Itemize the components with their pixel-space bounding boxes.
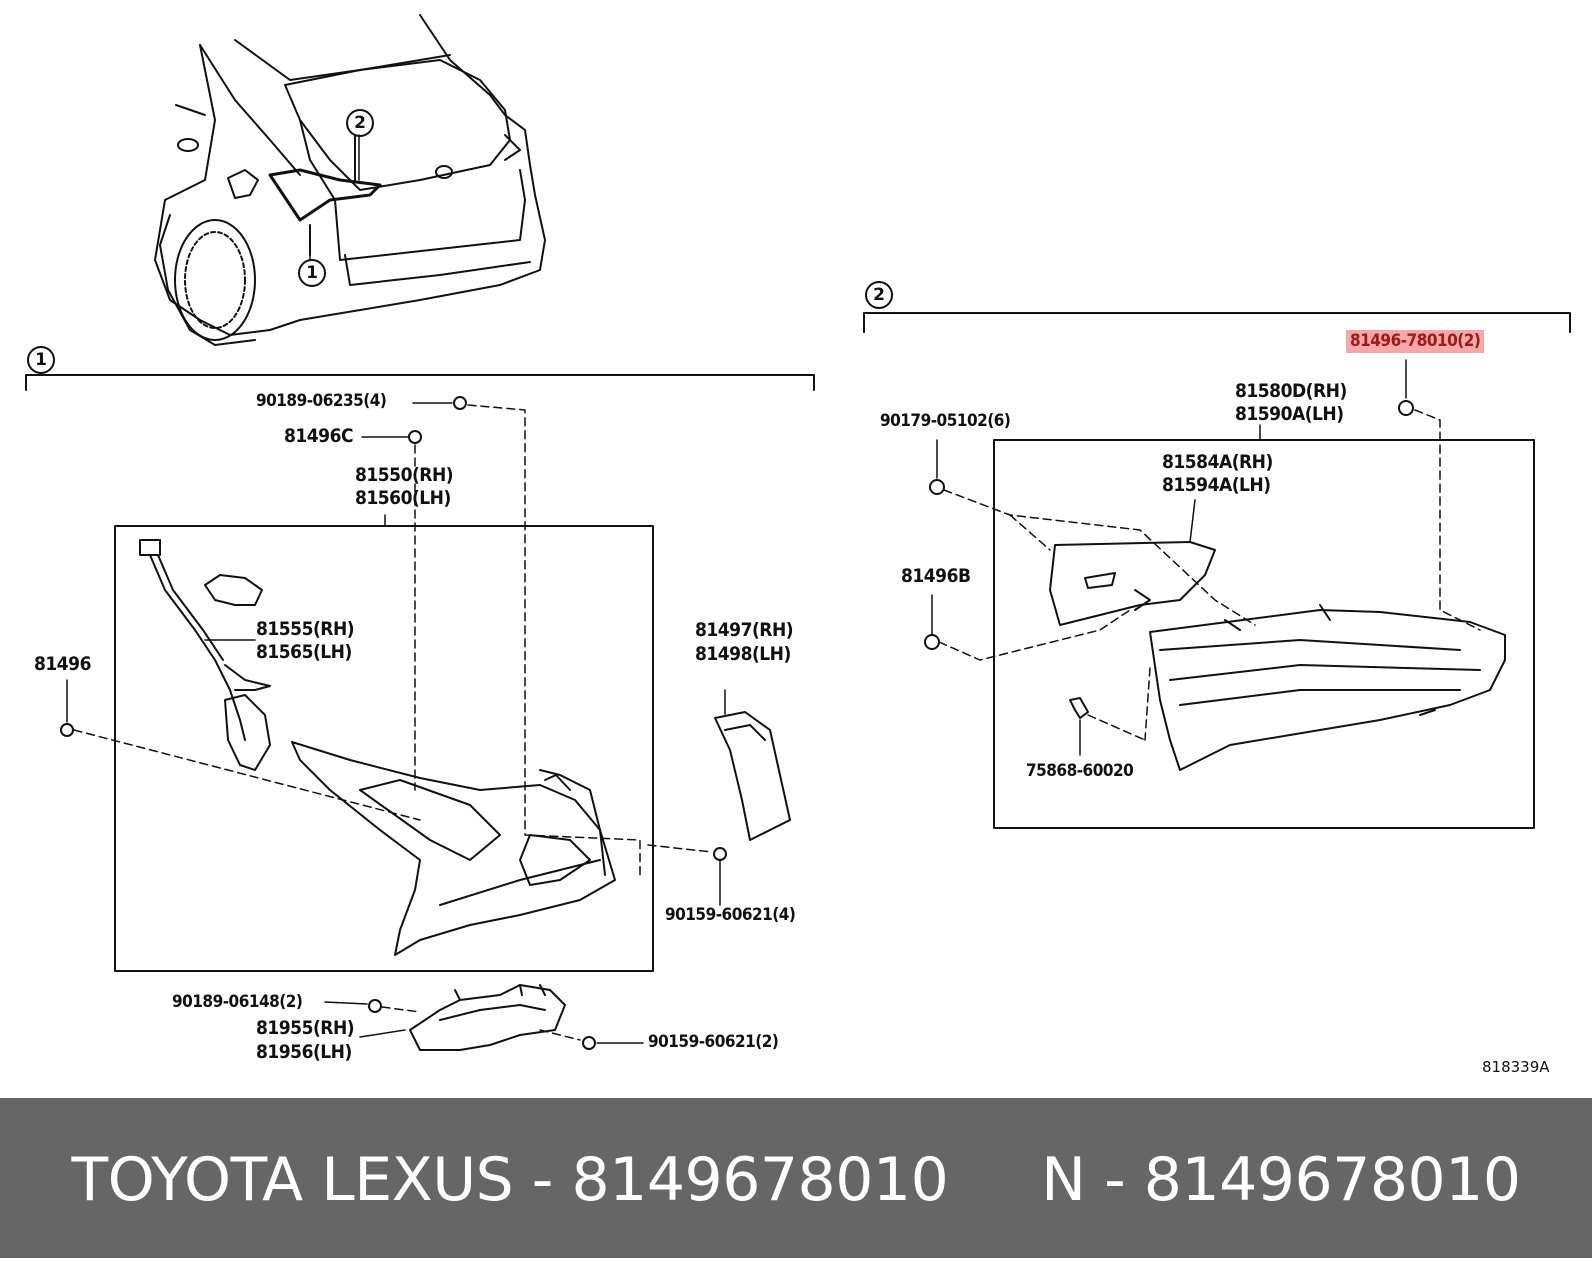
section-2-bracket [863, 312, 1571, 333]
parts-diagram: 2 1 1 2 90189-06235(4) 81496C 81550(RH) … [25, 14, 1571, 1076]
leader-lines [66, 134, 1407, 1044]
part-label-81497: 81497(RH) [695, 619, 794, 641]
diagram-drawing [25, 14, 1571, 1051]
diagram-reference-code: 818339A [1482, 1058, 1550, 1076]
footer-part-number-text: TOYOTA LEXUS - 8149678010 N - 8149678010 [71, 1145, 1521, 1215]
part-label-75868-60020: 75868-60020 [1026, 761, 1134, 781]
left-assembly-box [114, 525, 654, 972]
part-label-81560: 81560(LH) [355, 487, 451, 509]
highlighted-part-label-81496-78010: 81496-78010(2) [1346, 330, 1485, 353]
part-label-81555: 81555(RH) [256, 618, 355, 640]
part-label-81956: 81956(LH) [256, 1041, 352, 1063]
part-label-81590A: 81590A(LH) [1235, 403, 1344, 425]
right-parts [924, 400, 1506, 771]
car-rear-illustration [154, 14, 546, 346]
section-1-bracket [25, 374, 815, 391]
section-2-callout: 2 [865, 281, 893, 309]
right-assembly-box [993, 439, 1535, 829]
left-parts [60, 396, 791, 1051]
part-label-90159-60621-2: 90159-60621(2) [648, 1032, 779, 1052]
part-label-90159-60621-4: 90159-60621(4) [665, 905, 796, 925]
part-label-81594A: 81594A(LH) [1162, 474, 1271, 496]
part-label-81955: 81955(RH) [256, 1017, 355, 1039]
part-label-81496C: 81496C [284, 425, 354, 447]
part-label-90189-06148: 90189-06148(2) [172, 992, 303, 1012]
callout-1-on-car: 1 [298, 259, 326, 287]
callout-2-on-car: 2 [346, 109, 374, 137]
part-label-81584A: 81584A(RH) [1162, 451, 1273, 473]
part-label-81580D: 81580D(RH) [1235, 380, 1347, 402]
section-1-callout: 1 [27, 346, 55, 374]
part-label-81498: 81498(LH) [695, 643, 791, 665]
dashed-lines [73, 404, 1481, 1041]
part-label-81550: 81550(RH) [355, 464, 454, 486]
part-label-81496: 81496 [34, 653, 91, 675]
footer-bar: TOYOTA LEXUS - 8149678010 N - 8149678010 [0, 1098, 1592, 1258]
part-label-90189-06235: 90189-06235(4) [256, 391, 387, 411]
part-label-90179-05102: 90179-05102(6) [880, 411, 1011, 431]
part-label-81496B: 81496B [901, 565, 971, 587]
part-label-81565: 81565(LH) [256, 641, 352, 663]
